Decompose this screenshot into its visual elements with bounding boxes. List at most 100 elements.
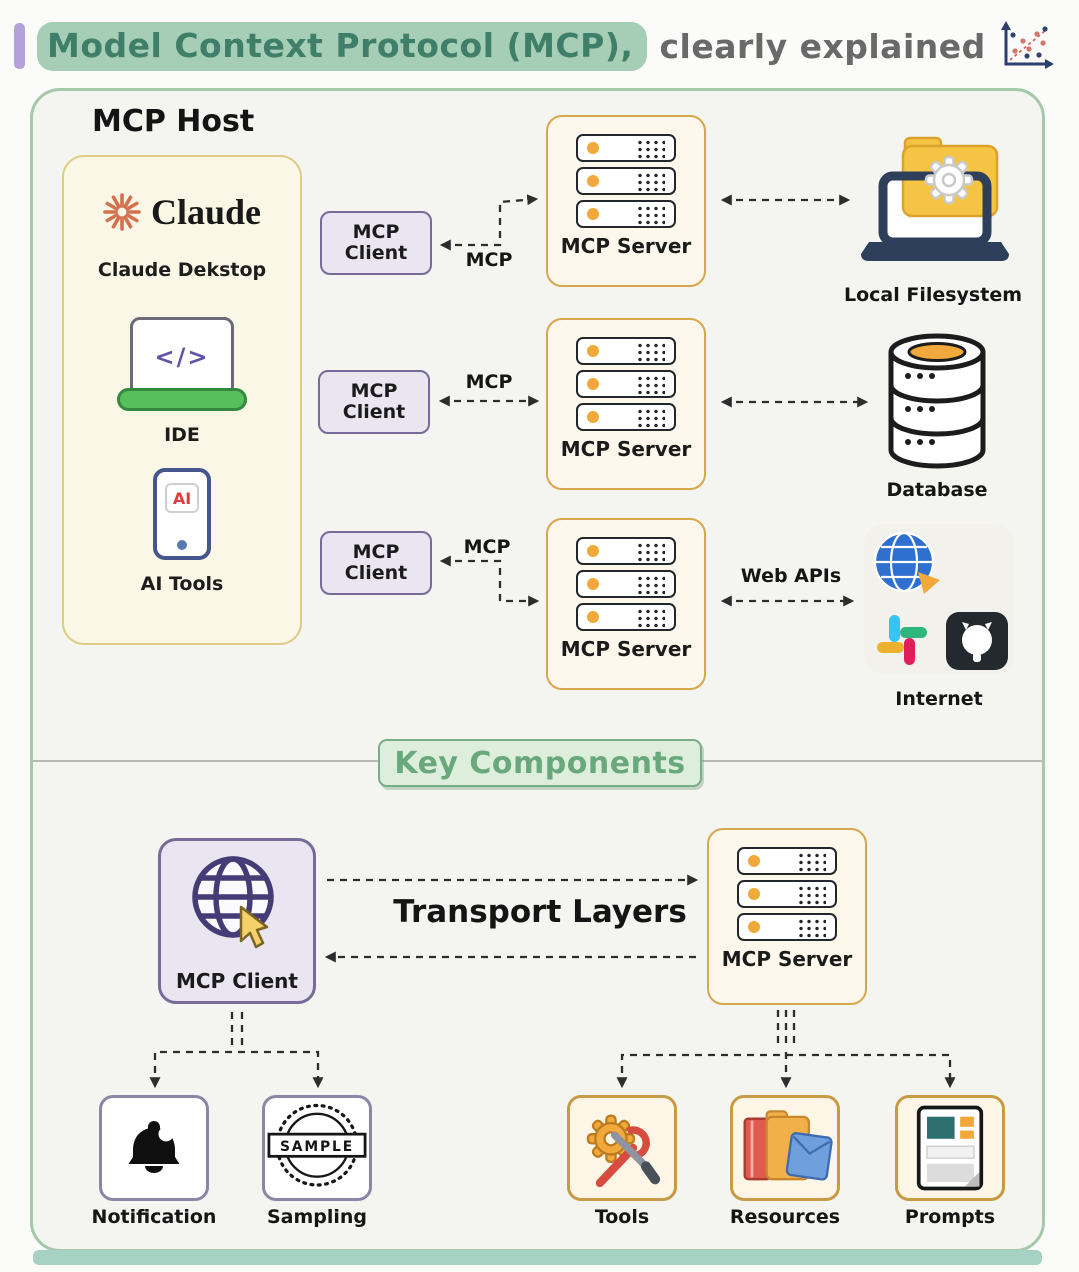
- local-filesystem-icon: [853, 130, 1011, 282]
- slack-icon: [874, 612, 930, 668]
- server-rack-row: [576, 134, 676, 162]
- mcp-server-label-1: MCP Server: [560, 234, 692, 258]
- internet-icon-group: [864, 524, 1014, 674]
- ide-green-bar: [117, 388, 247, 411]
- globe-cursor-icon: [181, 851, 293, 955]
- key-mcp-server-box: MCP Server: [707, 828, 867, 1005]
- transport-layers-label: Transport Layers: [393, 894, 687, 930]
- mcp-server-box-3: MCP Server: [546, 518, 706, 690]
- claude-starburst-icon: [103, 193, 141, 231]
- server-rack-row: [737, 913, 837, 941]
- bell-icon: [121, 1115, 187, 1181]
- server-led: [587, 578, 599, 590]
- server-rack-row: [576, 603, 676, 631]
- mcp-arrow-label-2: MCP: [465, 371, 513, 393]
- mcp-client-box-1: MCP Client: [320, 211, 432, 275]
- mcp-client-label-3: MCP Client: [344, 540, 408, 584]
- key-mcp-client-label: MCP Client: [176, 969, 298, 993]
- server-led: [587, 611, 599, 623]
- ide-icon: </>: [117, 317, 247, 411]
- scatter-chart-icon: [998, 20, 1054, 72]
- server-led: [587, 345, 599, 357]
- ai-tools-label: AI Tools: [140, 573, 224, 595]
- phone-home-dot: [177, 540, 187, 550]
- prompts-label: Prompts: [904, 1206, 996, 1228]
- claude-desktop-label: Claude Dekstop: [97, 259, 267, 281]
- notification-label: Notification: [91, 1206, 217, 1228]
- server-led: [587, 208, 599, 220]
- sampling-box: SAMPLE: [262, 1095, 372, 1201]
- server-rack-row: [576, 570, 676, 598]
- title-rest-text: clearly explained: [659, 26, 986, 66]
- mcp-server-label-3: MCP Server: [560, 637, 692, 661]
- title-accent-bar: [14, 23, 25, 69]
- server-led: [587, 175, 599, 187]
- server-vents: [796, 850, 826, 872]
- code-window-icon: </>: [130, 317, 234, 397]
- server-vents: [796, 883, 826, 905]
- tools-icon: [574, 1102, 670, 1194]
- sampling-label: Sampling: [266, 1206, 368, 1228]
- local-filesystem-label: Local Filesystem: [843, 284, 1023, 306]
- sample-stamp-icon: SAMPLE: [265, 1099, 369, 1197]
- key-components-heading: Key Components: [378, 739, 702, 787]
- server-vents: [796, 916, 826, 938]
- server-vents: [635, 606, 665, 628]
- server-vents: [635, 406, 665, 428]
- server-vents: [635, 340, 665, 362]
- server-led: [748, 888, 760, 900]
- key-mcp-server-label: MCP Server: [721, 947, 853, 971]
- ide-label: IDE: [164, 424, 200, 446]
- server-vents: [635, 540, 665, 562]
- mcp-arrow-label-3: MCP: [463, 536, 511, 558]
- folders-icon: [737, 1104, 833, 1192]
- prompts-box: [895, 1095, 1005, 1201]
- server-rack-row: [576, 167, 676, 195]
- github-icon: [946, 612, 1008, 670]
- server-led: [587, 378, 599, 390]
- claude-wordmark: Claude: [150, 192, 262, 232]
- server-rack-row: [576, 370, 676, 398]
- server-vents: [635, 137, 665, 159]
- web-globe-icon: [870, 528, 942, 600]
- server-vents: [635, 373, 665, 395]
- mcp-client-label-2: MCP Client: [342, 379, 406, 423]
- mcp-client-box-3: MCP Client: [320, 531, 432, 595]
- mcp-client-label-1: MCP Client: [344, 220, 408, 264]
- server-rack-row: [737, 847, 837, 875]
- notification-box: [99, 1095, 209, 1201]
- sample-stamp-text: SAMPLE: [280, 1139, 354, 1155]
- server-led: [587, 545, 599, 557]
- server-rack-row: [576, 200, 676, 228]
- resources-box: [730, 1095, 840, 1201]
- internet-label: Internet: [895, 688, 983, 710]
- claude-logo: Claude: [103, 191, 261, 233]
- ai-phone-icon: AI: [153, 468, 211, 560]
- server-rack-row: [737, 880, 837, 908]
- server-led: [748, 921, 760, 933]
- ai-chip-glyph: AI: [165, 483, 199, 513]
- mcp-server-box-1: MCP Server: [546, 115, 706, 287]
- page-title: Model Context Protocol (MCP), clearly ex…: [14, 20, 1054, 72]
- mcp-server-label-2: MCP Server: [560, 437, 692, 461]
- mcp-server-box-2: MCP Server: [546, 318, 706, 490]
- tools-box: [567, 1095, 677, 1201]
- web-apis-label: Web APIs: [740, 565, 842, 587]
- database-icon: [884, 328, 990, 474]
- prompt-layout-icon: [904, 1102, 996, 1194]
- server-vents: [635, 203, 665, 225]
- tools-label: Tools: [594, 1206, 650, 1228]
- server-rack-row: [576, 337, 676, 365]
- server-rack-row: [576, 537, 676, 565]
- key-mcp-client-box: MCP Client: [158, 838, 316, 1004]
- server-led: [587, 411, 599, 423]
- mcp-client-box-2: MCP Client: [318, 370, 430, 434]
- server-vents: [635, 170, 665, 192]
- resources-label: Resources: [729, 1206, 841, 1228]
- mcp-arrow-label-1: MCP: [465, 249, 513, 271]
- server-vents: [635, 573, 665, 595]
- server-led: [587, 142, 599, 154]
- mcp-host-title: MCP Host: [92, 104, 255, 139]
